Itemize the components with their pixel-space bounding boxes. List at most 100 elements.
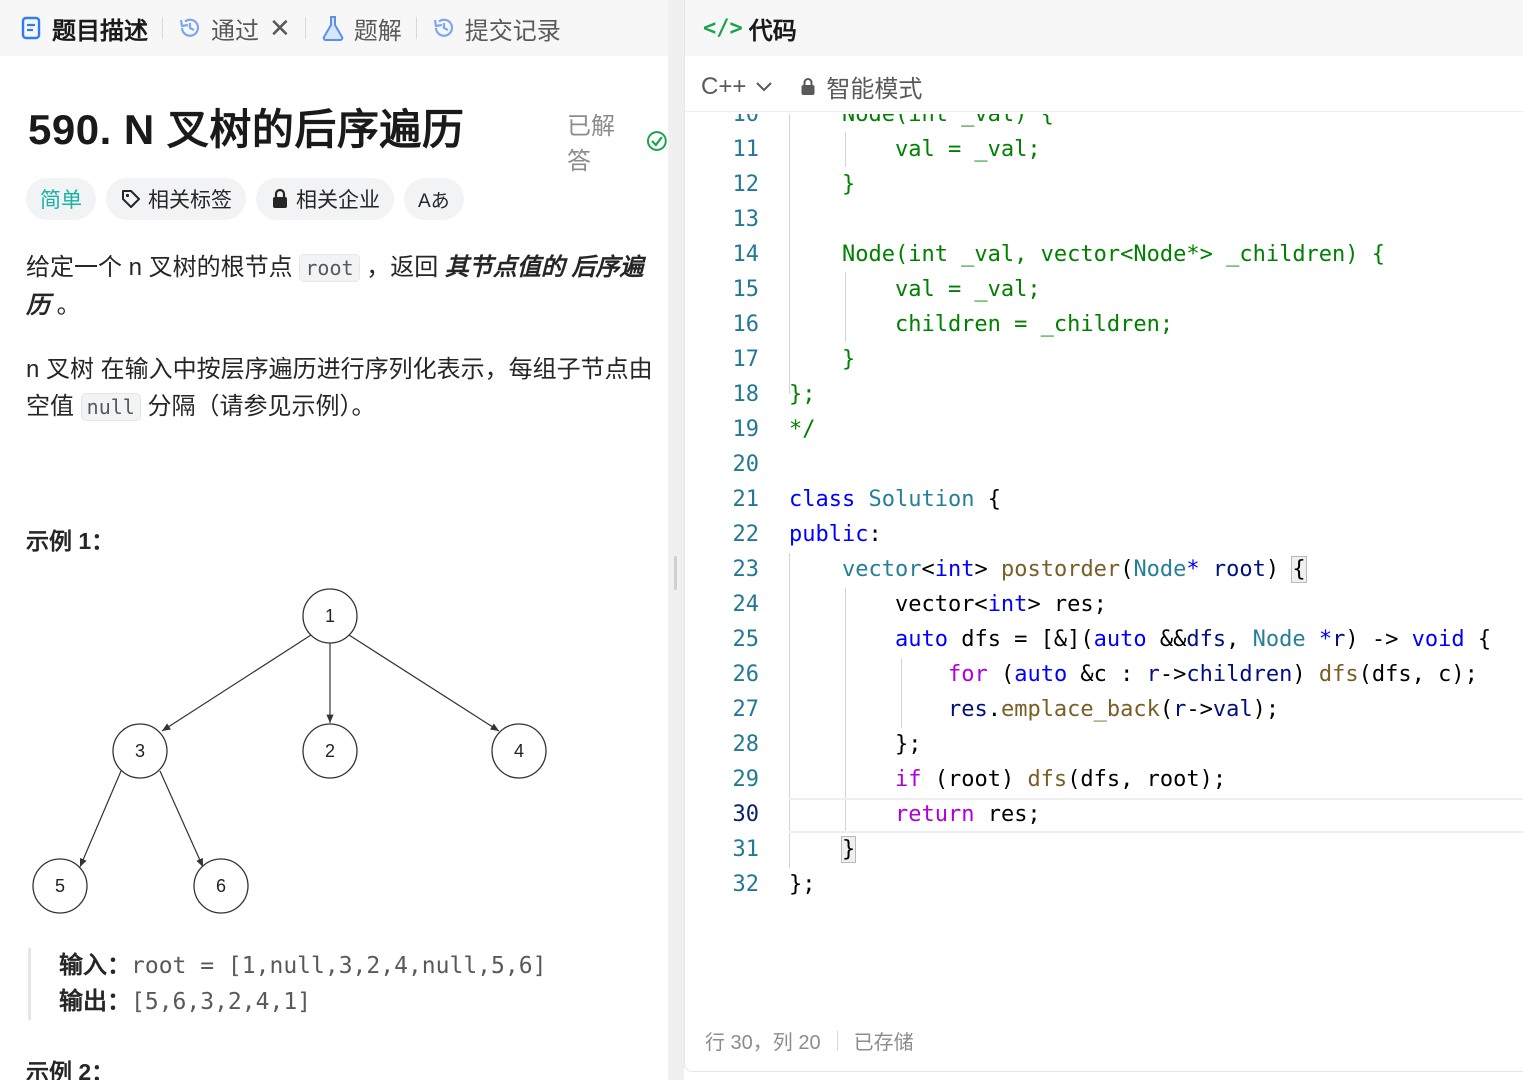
editor-toolbar: C++ 智能模式 <box>685 62 1523 112</box>
line-number: 16 <box>732 312 760 337</box>
code-line: 18}; <box>685 377 1523 412</box>
tab-solutions[interactable]: 题解 <box>320 0 402 56</box>
language-select[interactable]: C++ <box>701 72 773 101</box>
lock-icon <box>273 188 287 208</box>
example-1-io: 输入：root = [1,null,3,2,4,null,5,6] 输出：[5,… <box>28 948 546 1020</box>
difficulty-badge[interactable]: 简单 <box>26 178 96 220</box>
code-text: }; <box>789 382 816 407</box>
code-panel: </> 代码 C++ 智能模式 10 Node(int _val) { 11 v… <box>684 0 1523 1072</box>
line-number: 18 <box>732 382 760 407</box>
tree-node-label: 4 <box>514 741 524 761</box>
line-number: 24 <box>732 592 760 617</box>
output-value: [5,6,3,2,4,1] <box>131 989 312 1015</box>
code-text: } <box>789 347 856 372</box>
tag-row: 简单 相关标签 相关企业 Aあ <box>26 178 474 220</box>
code-line: 12 } <box>685 167 1523 202</box>
editor-statusbar: 行 30，列 20 已存储 <box>705 1026 914 1055</box>
description-text: 给定一个 n 叉树的根节点 <box>26 254 300 281</box>
tab-submissions-label: 提交记录 <box>464 17 561 45</box>
description-paragraph-1: 给定一个 n 叉树的根节点 root ，返回 其节点值的 后序遍历 。 <box>26 249 666 324</box>
code-line: 28 }; <box>685 727 1523 762</box>
code-text: } <box>840 836 857 863</box>
line-number: 26 <box>732 662 760 687</box>
code-line: 26 for (auto &c : r->children) dfs(dfs, … <box>685 657 1523 692</box>
tree-diagram: 1 3 2 4 5 6 <box>32 588 547 914</box>
indent-guide <box>789 553 790 868</box>
mode-select[interactable]: 智能模式 <box>800 69 922 104</box>
panel-resize-handle[interactable] <box>668 0 684 1080</box>
code-text: }; <box>789 732 922 757</box>
code-line: 16 children = _children; <box>685 307 1523 342</box>
tab-divider <box>162 17 163 39</box>
line-number: 23 <box>732 557 760 582</box>
tree-node-label: 1 <box>325 606 335 626</box>
emphasis-text: 其节点值的 后序遍历 <box>26 254 644 319</box>
close-icon[interactable]: ✕ <box>269 12 291 43</box>
code-panel-title: 代码 <box>748 17 797 45</box>
indent-guide <box>901 658 902 728</box>
tree-edge <box>159 770 204 868</box>
line-number: 28 <box>732 732 760 757</box>
line-number: 20 <box>732 452 760 477</box>
tab-passed-label: 通过 <box>211 17 259 45</box>
language-value: C++ <box>701 72 747 100</box>
history-icon <box>431 15 457 41</box>
code-line-current: 30 return res; <box>685 797 1523 832</box>
code-icon: </> <box>703 15 743 41</box>
example-output-line: 输出：[5,6,3,2,4,1] <box>59 984 546 1020</box>
code-text: if (root) dfs(dfs, root); <box>894 767 1227 792</box>
code-line: 13 <box>685 202 1523 237</box>
related-tags-button[interactable]: 相关标签 <box>106 178 246 220</box>
code-line: 31 } <box>685 832 1523 867</box>
code-line: 17 } <box>685 342 1523 377</box>
code-line: 11 val = _val; <box>685 132 1523 167</box>
code-text: vector<int> postorder(Node* root) { <box>841 556 1307 583</box>
inline-code: root <box>299 254 360 282</box>
description-text: 分隔（请参见示例）。 <box>140 393 376 420</box>
code-line: 15 val = _val; <box>685 272 1523 307</box>
code-panel-header: </> 代码 <box>685 0 1523 56</box>
indent-guide <box>845 272 846 342</box>
line-number: 27 <box>732 697 760 722</box>
tab-submissions[interactable]: 提交记录 <box>431 0 561 56</box>
related-companies-label: 相关企业 <box>296 189 380 212</box>
code-line: 10 Node(int _val) { <box>685 114 1523 132</box>
line-number: 15 <box>732 277 760 302</box>
indent-guide <box>845 132 846 167</box>
history-icon <box>177 15 203 41</box>
code-text: Node(int _val, vector<Node*> _children) … <box>789 242 1386 267</box>
translate-button[interactable]: Aあ <box>404 178 464 220</box>
tab-description[interactable]: 题目描述 <box>18 0 148 56</box>
page-title: 590. N 叉树的后序遍历 <box>28 106 465 153</box>
code-text: val = _val; <box>789 277 1041 302</box>
drag-grip[interactable] <box>674 556 677 590</box>
code-text: vector<int> res; <box>789 592 1107 617</box>
line-number: 25 <box>732 627 760 652</box>
document-icon <box>18 15 44 41</box>
description-text: ，返回 <box>359 254 445 281</box>
flask-icon <box>320 15 346 41</box>
code-text: for (auto &c : r->children) dfs(dfs, c); <box>947 662 1478 687</box>
tree-node <box>302 723 358 779</box>
code-text: } <box>789 172 856 197</box>
tab-description-label: 题目描述 <box>52 17 148 45</box>
inline-code: null <box>80 393 141 421</box>
code-editor[interactable]: 10 Node(int _val) { 11 val = _val; 12 } … <box>685 114 1523 914</box>
line-number: 13 <box>732 207 760 232</box>
tree-edge <box>79 770 122 868</box>
code-line: 20 <box>685 447 1523 482</box>
related-companies-button[interactable]: 相关企业 <box>256 178 394 220</box>
code-text: children = _children; <box>789 312 1174 337</box>
line-number: 19 <box>732 417 760 442</box>
problem-panel: 题目描述 通过 ✕ 题解 提交记录 590. N 叉树的后序遍历 已解答 <box>0 0 668 1080</box>
line-number: 11 <box>732 137 760 162</box>
input-label: 输入： <box>59 952 131 979</box>
example-1-heading: 示例 1： <box>26 528 115 554</box>
tab-passed[interactable]: 通过 ✕ <box>177 0 291 56</box>
code-text: auto dfs = [&](auto &&dfs, Node *r) -> v… <box>894 627 1492 652</box>
tree-node <box>32 858 88 914</box>
tree-node-label: 6 <box>216 876 226 896</box>
mode-label: 智能模式 <box>826 76 923 103</box>
code-line: 32}; <box>685 867 1523 902</box>
